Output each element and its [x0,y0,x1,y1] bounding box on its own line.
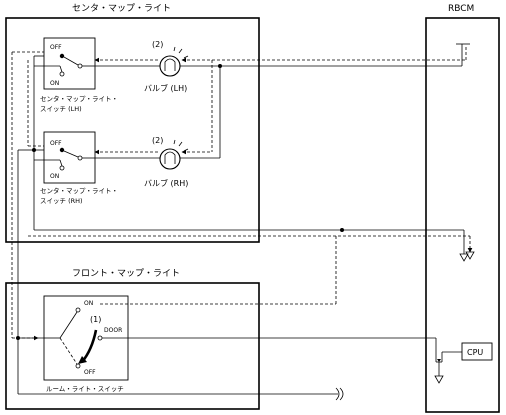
bulb-rh-label: バルブ (RH) [144,178,188,188]
room-light-switch: ON OFF DOOR (1) ルーム・ライト・スイッチ [43,295,129,393]
center-map-light-title: センタ・マップ・ライト [72,3,171,14]
center-map-light-switch-rh: OFF ON センタ・マップ・ライト・ スイッチ (RH) [34,131,118,205]
room-switch-on-label: ON [84,300,93,307]
bulb-rh-ref: (2) [152,136,163,145]
ground-icon [434,251,475,384]
switch-rh-off-label: OFF [50,140,62,147]
room-switch-arrow-icon [80,329,98,363]
switch-lh-on-label: ON [50,80,59,87]
center-map-light-frame [5,17,260,243]
bulb-rh-icon [159,148,181,170]
cpu-block: CPU [435,342,493,376]
switch-lh-off-label: OFF [50,44,62,51]
front-map-light-frame [5,282,260,410]
solid-wiring [17,43,470,395]
bulb-lh-label: バルブ (LH) [144,83,187,93]
front-map-light-title: フロント・マップ・ライト [72,268,180,279]
room-switch-door-label: DOOR [104,327,122,334]
cpu-label: CPU [467,348,483,357]
switch-rh-caption-2: スイッチ (RH) [40,197,83,205]
bulb-lh: (2) バルブ (LH) [144,40,189,93]
rbcm-title: RBCM [448,4,474,14]
bulb-rh: (2) バルブ (RH) [144,136,188,188]
center-map-light-switch-lh: OFF ON センタ・マップ・ライト・ スイッチ (LH) [34,37,118,113]
wire-break-marks [335,387,344,401]
switch-lh-caption-1: センタ・マップ・ライト・ [40,94,118,103]
room-switch-off-label: OFF [84,369,96,376]
junction-dots [16,64,344,340]
switch-rh-caption-1: センタ・マップ・ライト・ [40,186,118,195]
room-switch-caption: ルーム・ライト・スイッチ [46,385,124,393]
switch-rh-on-label: ON [50,173,59,180]
bulb-lh-ref: (2) [152,40,163,49]
switch-lh-caption-2: スイッチ (LH) [40,105,82,113]
dashed-wiring [11,46,473,341]
rbcm-frame [425,17,500,413]
room-switch-ref: (1) [90,315,101,324]
